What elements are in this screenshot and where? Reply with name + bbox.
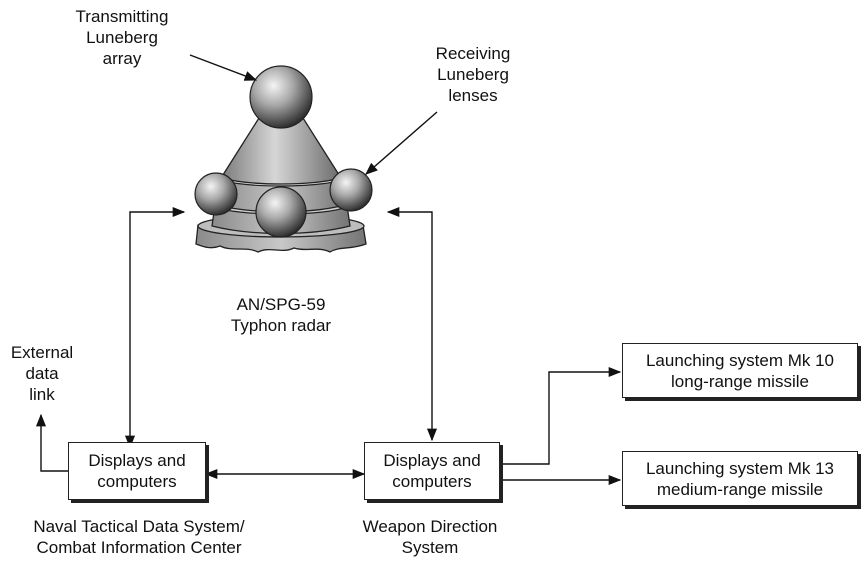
- receiving-lens-right: [329, 168, 373, 212]
- launcher-mk13-box: Launching system Mk 13 medium-range miss…: [622, 451, 858, 506]
- receiving-lens-front: [255, 186, 307, 238]
- link-radar-wds: [386, 206, 438, 442]
- link-external-data: [35, 413, 68, 472]
- ntds-caption: Naval Tactical Data System/ Combat Infor…: [33, 517, 245, 557]
- link-radar-ntds: [124, 206, 186, 449]
- transmitting-array-sphere: [249, 65, 313, 129]
- radar-illustration: [194, 65, 373, 253]
- pointer-receiving: [365, 111, 438, 175]
- wds-displays-box: Displays and computers: [364, 442, 500, 500]
- transmitting-label: Transmitting Luneberg array: [75, 7, 169, 68]
- launcher-mk10-box: Launching system Mk 10 long-range missil…: [622, 343, 858, 398]
- external-data-link-label: External data link: [10, 343, 74, 404]
- pointer-transmitting: [189, 54, 258, 81]
- receiving-lens-left: [194, 172, 238, 216]
- wds-caption: Weapon Direction System: [362, 517, 498, 557]
- radar-name-label: AN/SPG-59 Typhon radar: [230, 295, 332, 335]
- receiving-label: Receiving Luneberg lenses: [435, 44, 511, 105]
- link-wds-mk10: [500, 366, 622, 465]
- ntds-displays-box: Displays and computers: [68, 442, 206, 500]
